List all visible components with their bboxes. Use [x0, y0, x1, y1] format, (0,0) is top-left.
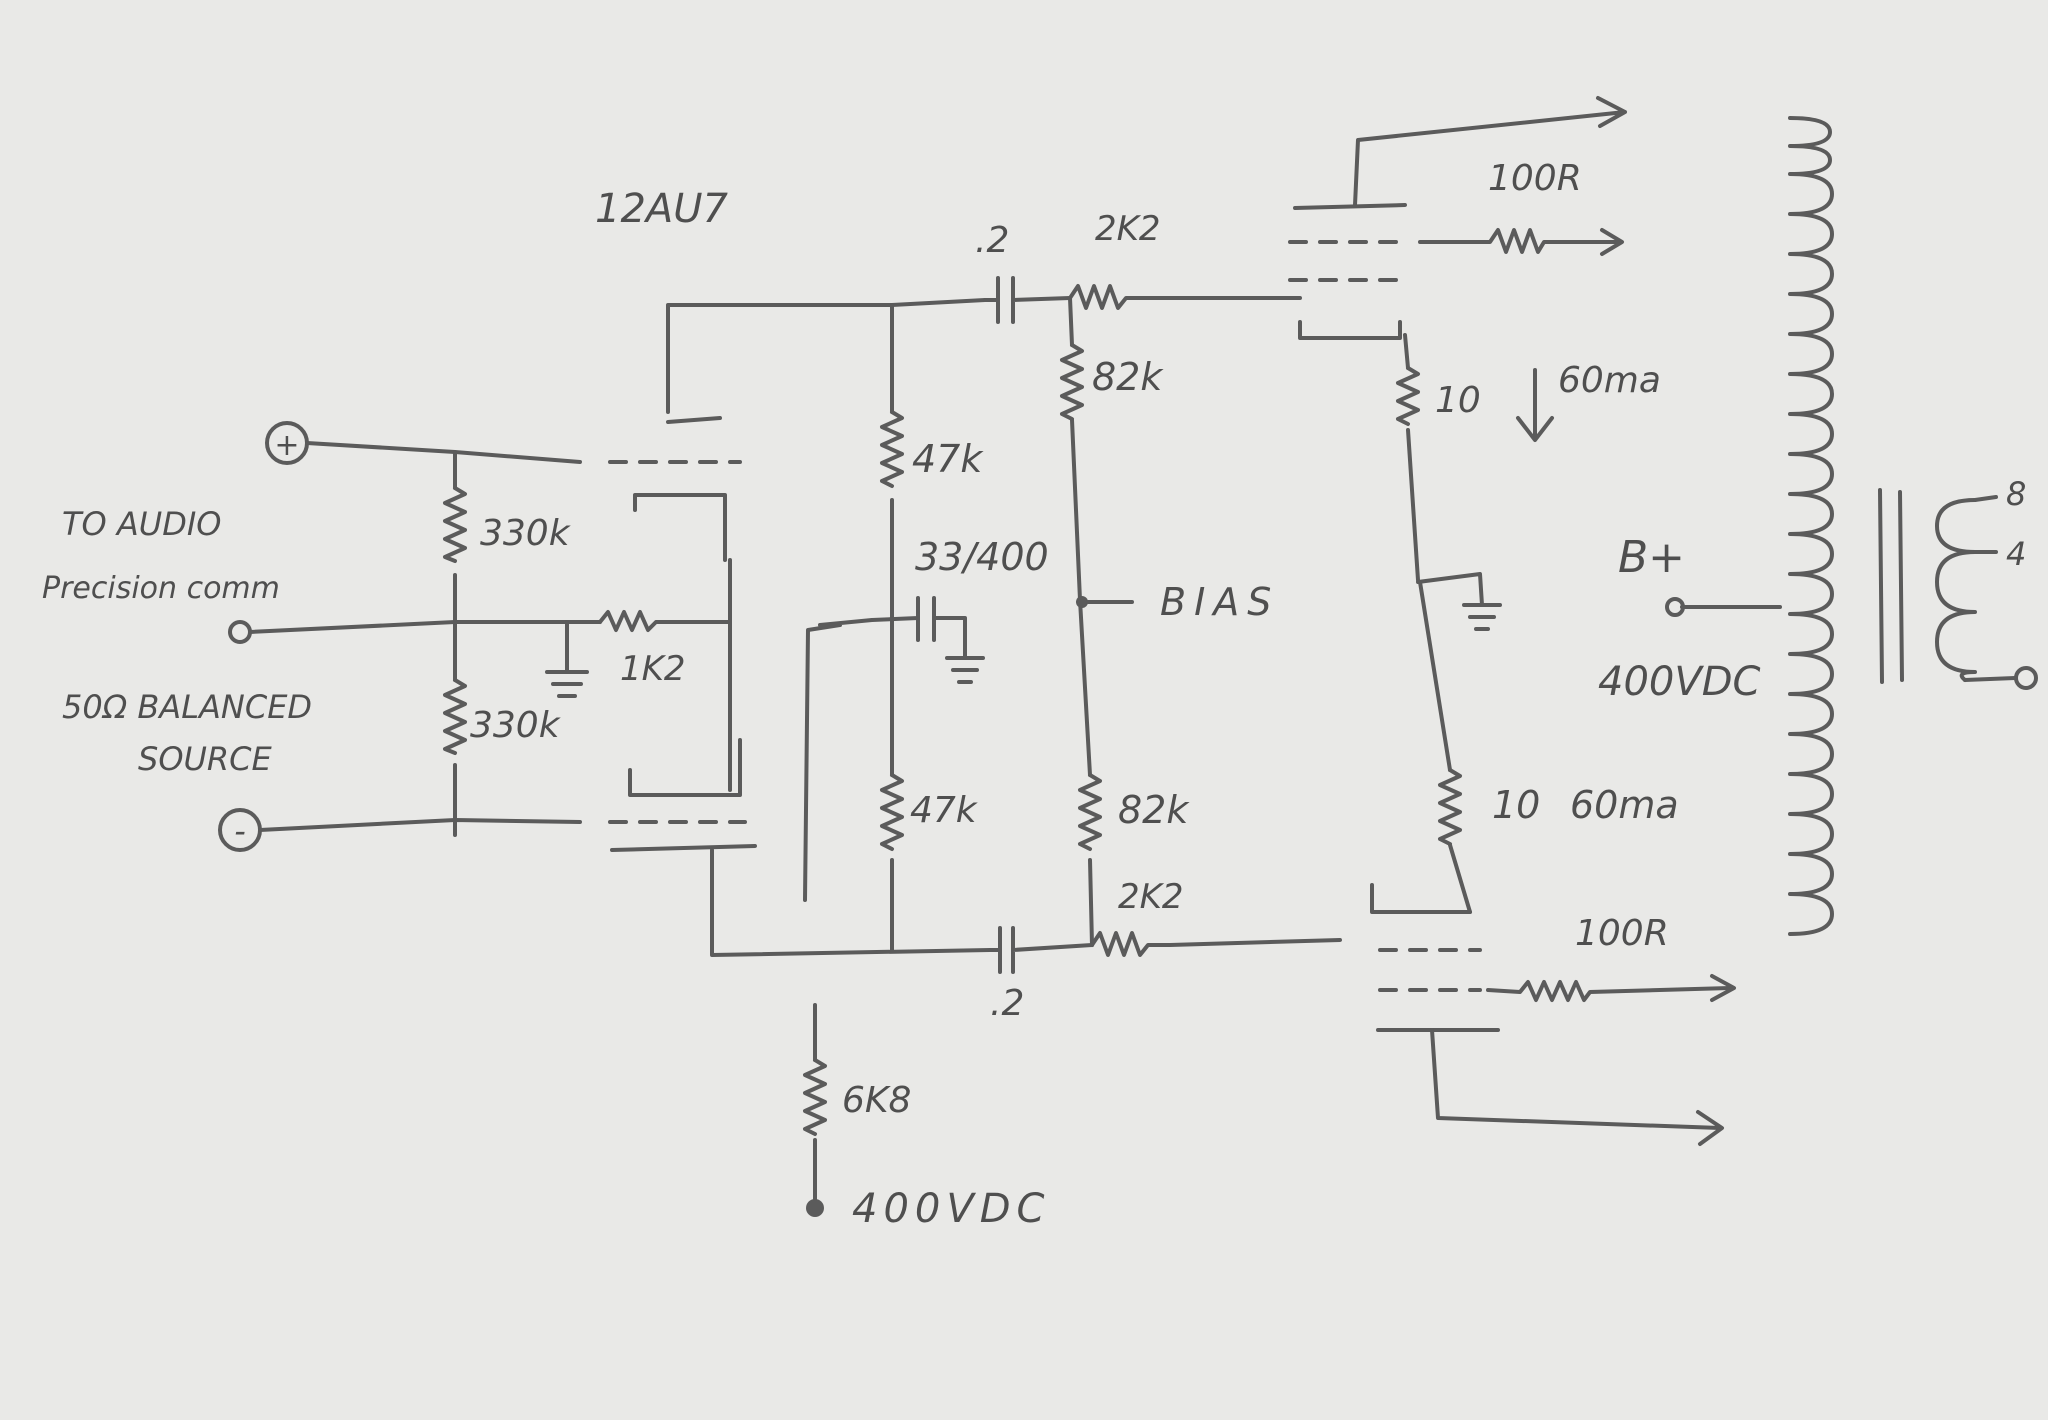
- tube-plate-bottom: [610, 844, 757, 852]
- label-bias: BIAS: [1160, 580, 1279, 624]
- label-r-6k8: 6K8: [842, 1080, 911, 1121]
- output-bottom-plate-arrow: [1430, 1028, 1724, 1146]
- terminal-bplus: [1665, 597, 1685, 617]
- resistor-2k2-top: [1068, 284, 1302, 310]
- resistor-82k-top: [1060, 343, 1084, 421]
- wire-cathode-bottom: [1418, 580, 1472, 914]
- resistor-330k-top: [443, 486, 467, 563]
- output-top-plate-line: [1293, 203, 1407, 210]
- label-balanced: 50Ω BALANCED: [62, 688, 312, 726]
- secondary-tap-0: [1963, 676, 2017, 682]
- label-precision: Precision comm: [42, 571, 280, 606]
- resistor-10-top: [1396, 366, 1420, 426]
- label-c-bottom: .2: [990, 983, 1024, 1024]
- label-source: SOURCE: [138, 740, 273, 778]
- output-bottom-cathode: [1370, 883, 1472, 914]
- tube-12au7: [608, 416, 757, 852]
- output-tube-top: [1288, 96, 1627, 340]
- label-to-audio: TO AUDIO: [62, 505, 221, 543]
- input-minus-terminal: -: [218, 808, 262, 852]
- label-bplus: B+: [1618, 532, 1685, 583]
- resistor-330k-bottom: [443, 678, 467, 755]
- input-plus-terminal: +: [265, 421, 309, 465]
- resistor-100r-bottom: [1486, 974, 1736, 1002]
- label-r-2k2-top: 2K2: [1095, 209, 1161, 249]
- capacitor-0.2-top: [983, 276, 1072, 324]
- tube-cathode-top: [633, 493, 727, 562]
- label-r-10-bottom: 10: [1492, 783, 1540, 827]
- label-cap-33-400: 33/400: [915, 535, 1049, 579]
- resistor-47k-top: [880, 410, 904, 488]
- label-r-1k2: 1K2: [620, 649, 686, 689]
- bias-node-dot: [1076, 596, 1088, 608]
- label-r-82k-bottom: 82k: [1118, 788, 1190, 832]
- label-r-47k-top: 47k: [912, 437, 984, 481]
- ground-symbol-input: [545, 620, 589, 698]
- resistor-100r-top: [1418, 228, 1624, 256]
- wire-cap-node-left: [803, 618, 874, 902]
- tube-plate-top: [666, 416, 722, 424]
- current-arrow-down: [1516, 368, 1554, 442]
- wire-minus-input: [258, 818, 582, 832]
- secondary-tap-8: [1973, 495, 1998, 502]
- label-c-top: .2: [975, 220, 1009, 261]
- label-r-330k-top: 330k: [480, 513, 572, 554]
- label-60ma-bottom: 60ma: [1570, 783, 1679, 827]
- label-r-330k-bottom: 330k: [470, 705, 562, 746]
- resistor-47k-bottom: [880, 773, 904, 851]
- transformer-secondary-winding: [1935, 498, 1977, 682]
- label-tap-4: 4: [2006, 535, 2026, 573]
- label-r-100r-bottom: 100R: [1575, 913, 1669, 954]
- output-top-plate-arrow: [1353, 96, 1627, 207]
- resistor-1k2: [598, 610, 732, 632]
- capacitor-0.2-bottom: [988, 926, 1094, 974]
- wire-top-plate-rail: [666, 298, 987, 414]
- svg-text:+: +: [274, 428, 299, 463]
- label-r-82k-top: 82k: [1092, 355, 1164, 399]
- wire-cathode-top: [1403, 333, 1420, 582]
- wire-plus-input: [305, 441, 582, 464]
- label-400vdc-right: 400VDC: [1598, 659, 1761, 705]
- resistor-10-bottom: [1438, 768, 1462, 846]
- label-r-2k2-bottom: 2K2: [1118, 877, 1184, 917]
- terminal-400vdc-bottom: [806, 1199, 824, 1217]
- resistor-6k8: [803, 1058, 827, 1136]
- label-400vdc-bottom: 400VDC: [852, 1186, 1050, 1232]
- label-r-100r-top: 100R: [1488, 158, 1582, 199]
- ground-symbol-output: [1416, 572, 1502, 631]
- resistor-82k-bottom: [1078, 773, 1102, 851]
- output-tube-bottom: [1370, 883, 1724, 1146]
- transformer-core: [1878, 488, 1904, 684]
- wire-bottom-plate-rail: [710, 848, 992, 957]
- wire-common-input: [248, 620, 602, 634]
- label-r-10-top: 10: [1435, 380, 1481, 421]
- svg-text:-: -: [234, 812, 246, 850]
- output-top-cathode: [1298, 320, 1402, 340]
- transformer-primary-winding: [1788, 116, 1834, 936]
- resistor-2k2-bottom: [1090, 931, 1342, 957]
- label-r-47k-bottom: 47k: [910, 790, 979, 831]
- label-60ma-top: 60ma: [1558, 360, 1661, 401]
- label-tube-12au7: 12AU7: [595, 186, 729, 232]
- input-common-terminal: [228, 620, 252, 644]
- tube-cathode-bottom: [628, 738, 742, 797]
- label-tap-8: 8: [2006, 475, 2026, 513]
- terminal-secondary-0: [2014, 666, 2038, 690]
- capacitor-33-400: [870, 596, 985, 684]
